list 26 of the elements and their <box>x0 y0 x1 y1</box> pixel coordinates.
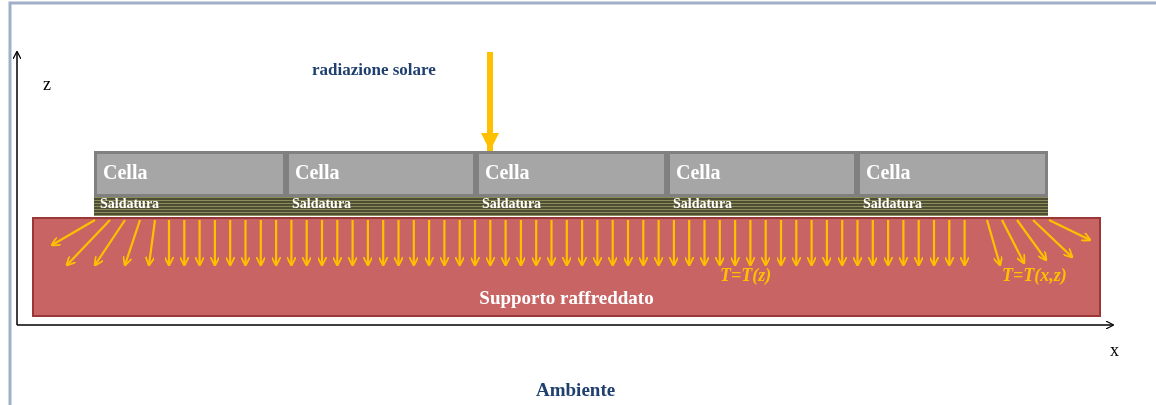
solder-label: Saldatura <box>863 196 923 212</box>
edge-label: radiazione solare <box>312 60 436 80</box>
temperature-formula: T=T(x,z) <box>1002 265 1067 286</box>
solar-cell <box>667 151 857 197</box>
solder-layer <box>857 197 1048 216</box>
cooled-support <box>32 217 1101 317</box>
solar-cell <box>286 151 476 197</box>
solar-cell <box>857 151 1048 197</box>
temperature-formula: T=T(z) <box>720 265 772 286</box>
solder-label: Saldatura <box>482 196 542 212</box>
cell-label: Cella <box>676 161 721 184</box>
environment-label: Ambiente <box>536 379 616 401</box>
solar-cell <box>476 151 667 197</box>
cell-label: Cella <box>103 161 148 184</box>
solder-label: Saldatura <box>292 196 352 212</box>
cell-label: Cella <box>485 161 530 184</box>
solder-label: Saldatura <box>100 196 160 212</box>
cell-label: Cella <box>295 161 340 184</box>
radiation-arrow <box>481 52 499 151</box>
axis-label: z <box>43 74 51 95</box>
axis-label: x <box>1110 340 1119 361</box>
cell-label: Cella <box>866 161 911 184</box>
support-label: Supporto raffreddato <box>478 287 655 309</box>
solar-cell <box>94 151 286 197</box>
solder-layer <box>94 197 286 216</box>
solder-label: Saldatura <box>673 196 733 212</box>
